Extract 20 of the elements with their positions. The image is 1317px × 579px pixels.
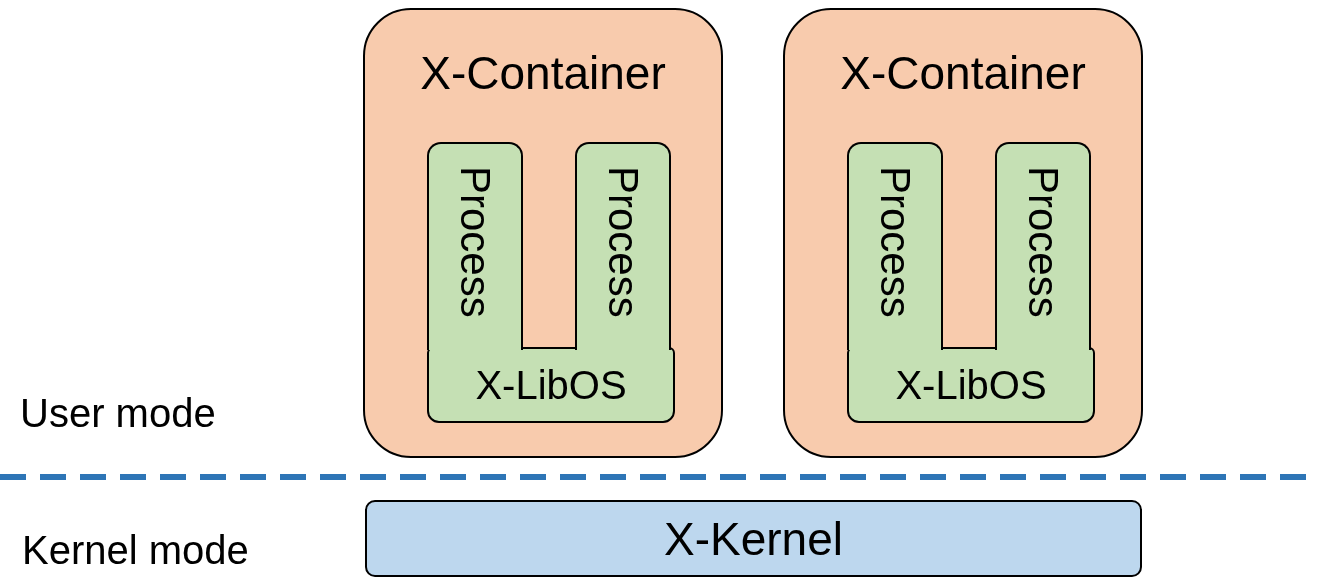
process-box [847,142,943,350]
node-label: X-Kernel [664,515,843,562]
node-label: X-Container [840,50,1086,96]
kernel-box [365,500,1142,577]
container-box [363,8,723,458]
process-box [995,142,1091,350]
libos-box [427,347,675,423]
process-box [427,142,523,350]
container-box [783,8,1143,458]
node-label: Process [1022,166,1064,318]
node-label: Process [874,166,916,318]
node-label: X-Container [420,50,666,96]
mode-label: User mode [20,393,216,433]
node-label: X-LibOS [895,365,1047,405]
node-label: X-LibOS [475,365,627,405]
mode-label: Kernel mode [22,530,249,570]
process-box [575,142,671,350]
node-label: Process [454,166,496,318]
libos-box [847,347,1095,423]
node-label: Process [602,166,644,318]
